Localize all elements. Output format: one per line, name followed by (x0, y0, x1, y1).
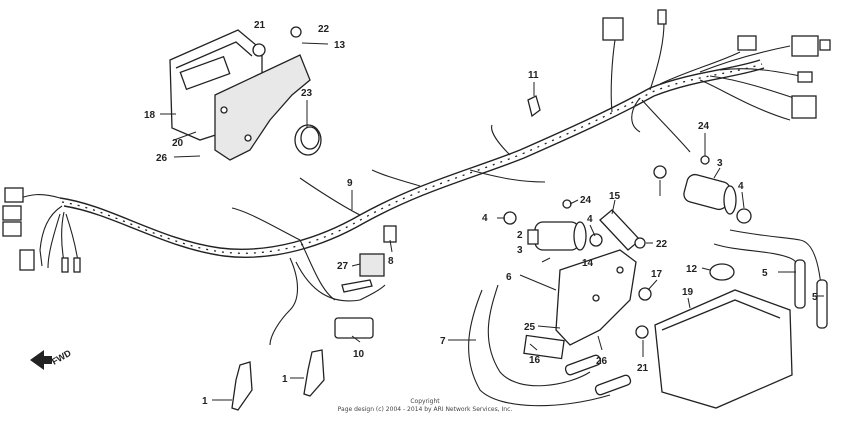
copyright-line-1: Copyright (410, 398, 440, 405)
callout-23: 23 (301, 88, 313, 99)
ignition-coil-right (683, 173, 737, 215)
harness-clips (231, 349, 325, 411)
plug-leads (468, 229, 828, 407)
copyright-line-2: Page design (c) 2004 - 2014 by ARI Netwo… (338, 406, 513, 413)
callout-27: 27 (337, 261, 349, 272)
callout-26-bottom: 26 (596, 356, 608, 367)
small-parts (334, 155, 752, 360)
callout-24-mid: 24 (580, 195, 592, 206)
callout-7: 7 (440, 336, 446, 347)
callout-3-left: 3 (517, 245, 523, 256)
callout-24-right: 24 (698, 121, 710, 132)
callout-12: 12 (686, 264, 698, 275)
callout-15: 15 (609, 191, 621, 202)
fwd-label: FWD (50, 348, 73, 367)
callout-18: 18 (144, 110, 156, 121)
callout-11: 11 (528, 70, 539, 81)
callout-labels: 21 22 13 18 23 20 26 11 24 3 4 9 2 3 4 2… (144, 20, 818, 407)
callout-5-left: 5 (762, 268, 768, 279)
fwd-arrow: FWD (30, 348, 73, 370)
component-box (654, 263, 793, 409)
callout-4-left: 4 (482, 213, 488, 224)
callout-19: 19 (682, 287, 694, 298)
left-connectors (2, 187, 81, 273)
callout-10: 10 (353, 349, 365, 360)
callout-8: 8 (388, 256, 394, 267)
callout-21-top: 21 (254, 20, 266, 31)
callout-1-right: 1 (282, 374, 288, 385)
callout-22-top: 22 (318, 24, 330, 35)
harness-clamp (527, 95, 541, 118)
callout-1-left: 1 (202, 396, 208, 407)
ignition-coil-left (527, 221, 587, 251)
callout-20: 20 (172, 138, 184, 149)
callout-9: 9 (347, 178, 353, 189)
top-right-connectors (602, 9, 831, 119)
wire-band (294, 124, 322, 156)
leader-lines (160, 42, 824, 401)
callout-4-right: 4 (738, 181, 744, 192)
coil-bracket (555, 209, 641, 346)
callout-5-right: 5 (812, 292, 818, 303)
callout-17: 17 (651, 269, 663, 280)
callout-4-mid: 4 (587, 214, 593, 225)
callout-2: 2 (517, 230, 523, 241)
ignition-control-unit (169, 26, 311, 161)
callout-25: 25 (524, 322, 536, 333)
callout-21-bottom: 21 (637, 363, 649, 374)
callout-3-right: 3 (717, 158, 723, 169)
callout-13: 13 (334, 40, 346, 51)
callout-22-mid: 22 (656, 239, 668, 250)
callout-6: 6 (506, 272, 512, 283)
callout-14: 14 (582, 258, 594, 269)
callout-26-top: 26 (156, 153, 168, 164)
callout-16: 16 (529, 355, 541, 366)
